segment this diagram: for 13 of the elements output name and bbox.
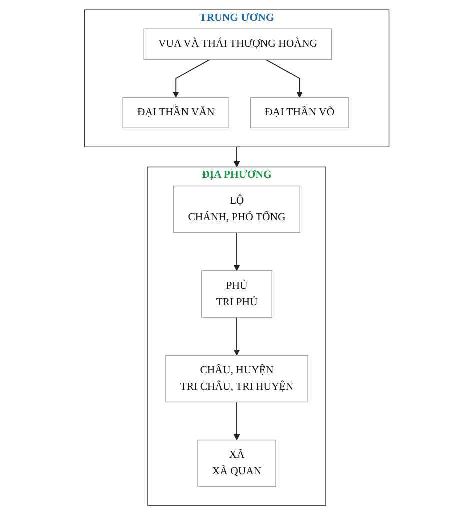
arrow bbox=[234, 146, 240, 168]
arrow bbox=[234, 317, 240, 356]
node-box: VUA VÀ THÁI THƯỢNG HOÀNG bbox=[144, 28, 332, 60]
arrow bbox=[234, 402, 240, 441]
arrow bbox=[234, 232, 240, 272]
node-box: PHỦ TRI PHỦ bbox=[202, 270, 272, 318]
arrow bbox=[172, 59, 211, 98]
node-box: ĐẠI THẦN VĂN bbox=[122, 97, 230, 128]
node-box: ĐẠI THẦN VÕ bbox=[250, 97, 350, 128]
arrow bbox=[265, 59, 303, 98]
node-box: XÃ XÃ QUAN bbox=[198, 440, 276, 488]
node-box: LỘ CHÁNH, PHÓ TỔNG bbox=[174, 186, 300, 234]
node-box: CHÂU, HUYỆN TRI CHÂU, TRI HUYỆN bbox=[166, 355, 308, 403]
